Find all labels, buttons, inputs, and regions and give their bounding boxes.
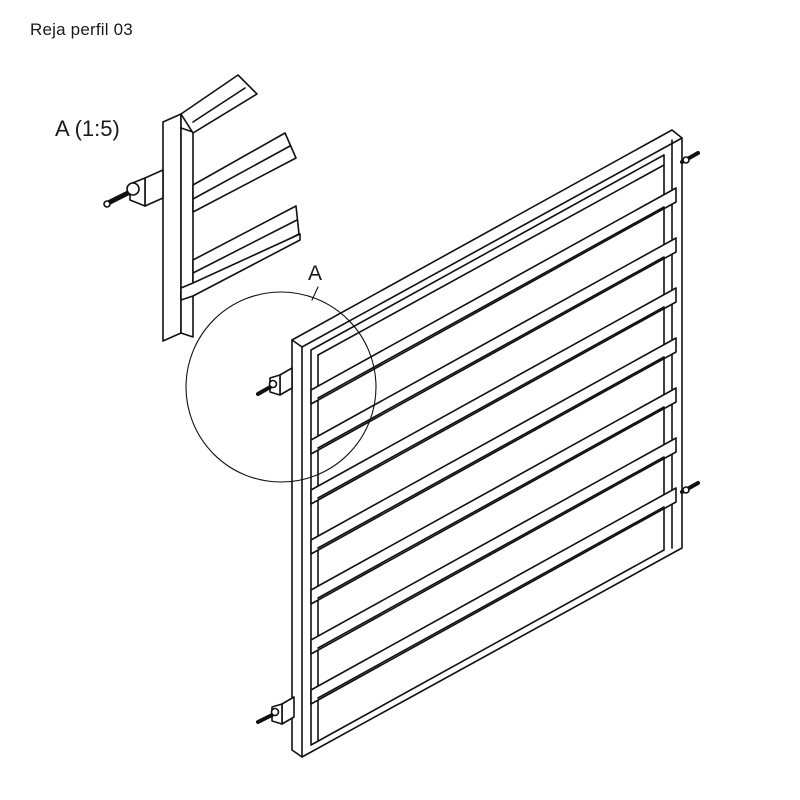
anchor-rod <box>256 712 276 724</box>
detail-anchor-tip <box>103 200 111 208</box>
slat-4 <box>310 337 677 555</box>
slat-2-depth <box>317 256 665 449</box>
anchor-left-lower <box>256 696 295 725</box>
anchor-right-lower <box>680 481 700 494</box>
anchor-left-upper <box>256 367 293 396</box>
detail-bottom-rail <box>180 233 301 301</box>
detail-callout-circle <box>185 291 377 483</box>
anchor-nut <box>682 156 690 164</box>
detail-top-rail <box>180 74 258 134</box>
detail-slat-1 <box>192 132 297 213</box>
drawing-title: Reja perfil 03 <box>30 20 133 39</box>
anchor-rod <box>256 384 274 396</box>
frame-inner-depth-top <box>317 164 665 356</box>
detail-view-a <box>103 74 301 342</box>
anchor-right-upper <box>680 151 700 164</box>
detail-anchor-bracket <box>144 169 164 207</box>
slat-4-depth <box>317 356 665 549</box>
detail-frame-side <box>180 113 194 338</box>
slat-1-depth <box>317 206 665 399</box>
slat-5-depth <box>317 406 665 599</box>
slat-3-depth <box>317 306 665 499</box>
detail-frame-front <box>162 113 182 342</box>
detail-frame-inner-line <box>180 127 194 133</box>
detail-view-label: A (1:5) <box>55 116 120 141</box>
slat-7 <box>310 487 677 705</box>
slat-5 <box>310 387 677 605</box>
anchor-bracket <box>279 367 293 396</box>
slat-6-depth <box>317 456 665 649</box>
detail-callout-label: A <box>308 262 323 285</box>
anchor-nut <box>682 486 690 494</box>
detail-callout-leader <box>311 286 319 301</box>
detail-slat-1-edge <box>192 145 291 200</box>
detail-top-rail-edge <box>192 87 246 123</box>
detail-slat-2-edge <box>192 219 298 274</box>
slat-2 <box>310 237 677 455</box>
anchor-nut <box>268 379 278 389</box>
slat-1 <box>310 187 677 405</box>
detail-anchor-nut <box>126 182 140 196</box>
anchor-nut <box>270 707 280 717</box>
slat-3 <box>310 287 677 505</box>
slat-6 <box>310 437 677 655</box>
grille-slats <box>310 187 677 705</box>
slat-7-depth <box>317 506 665 699</box>
